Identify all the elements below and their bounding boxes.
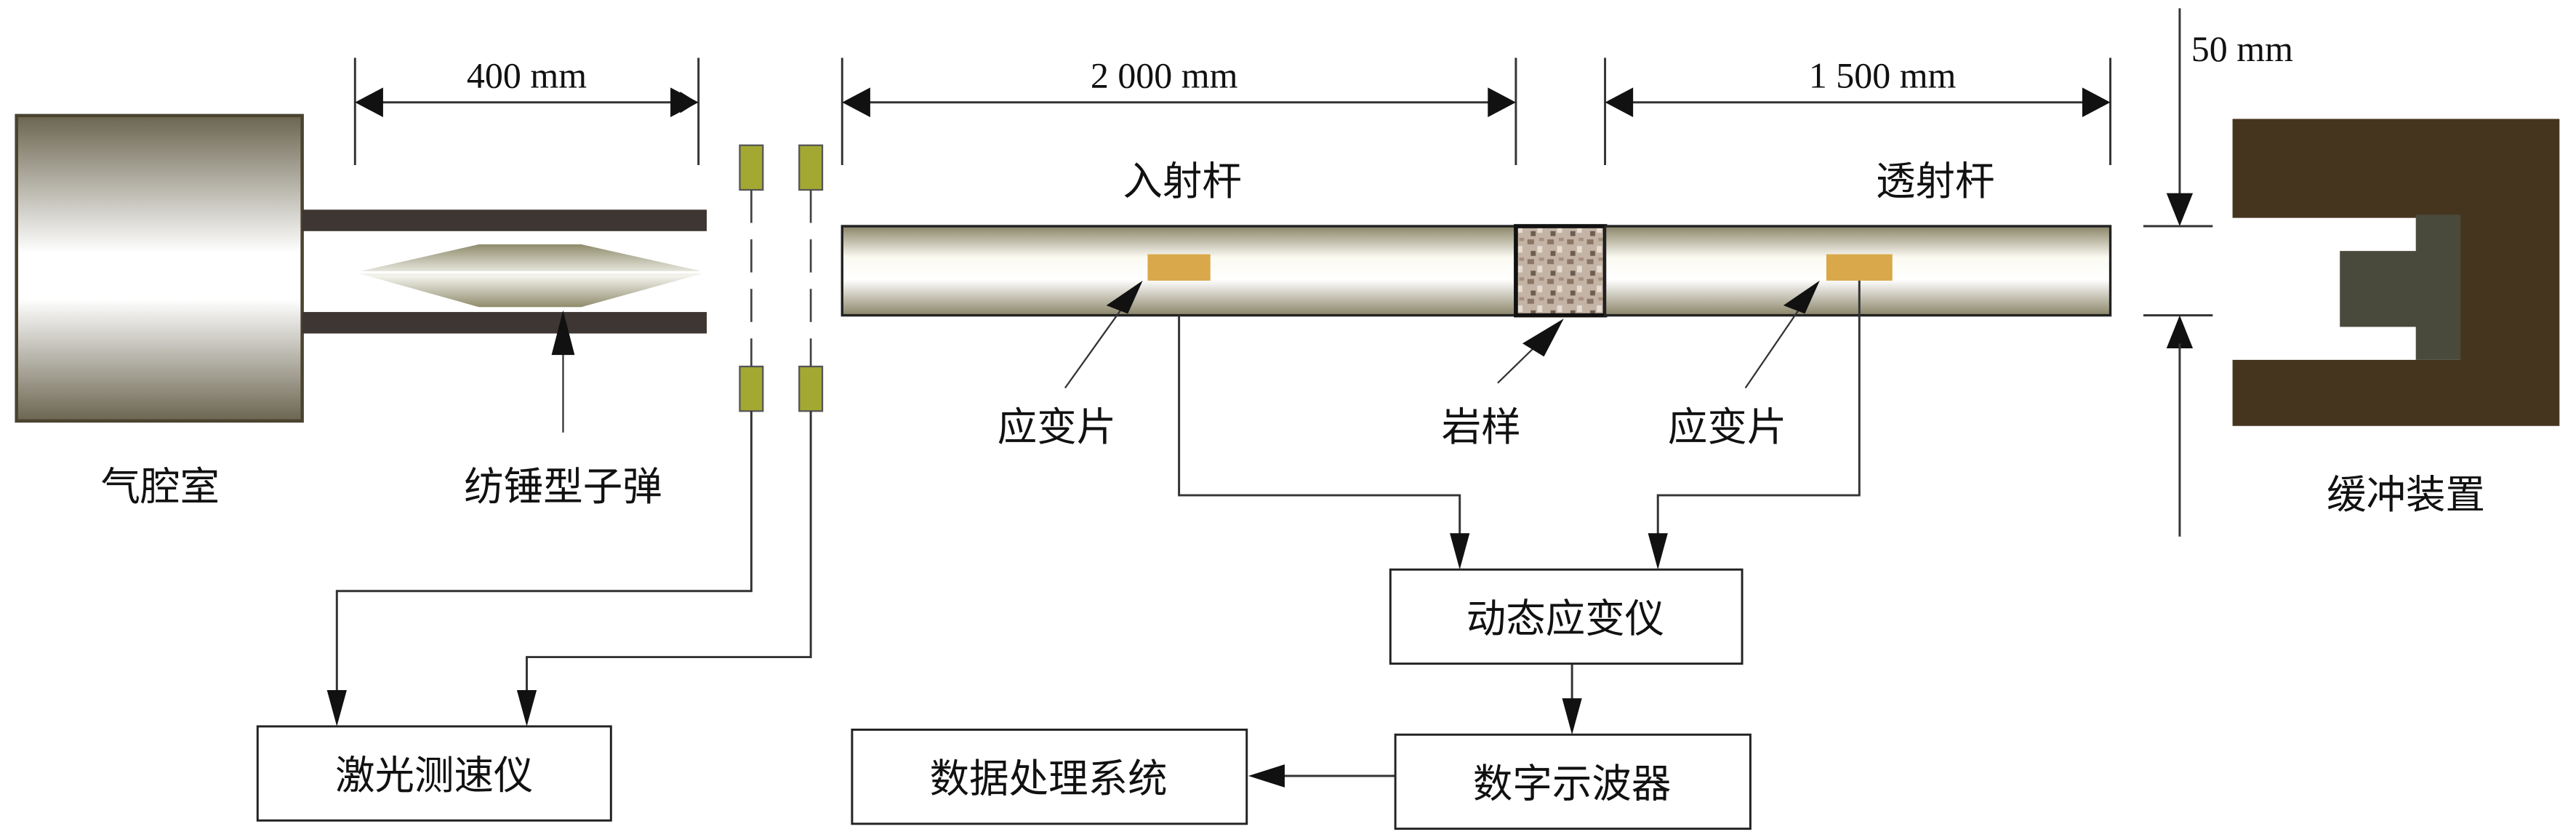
wire-arrowhead-3 bbox=[1450, 533, 1470, 570]
dim-50-label: 50 mm bbox=[2191, 28, 2293, 69]
laser-sensor-2-bottom bbox=[798, 365, 824, 412]
gauge-right-pointer-head bbox=[1783, 280, 1820, 314]
wire-arrowhead-5 bbox=[1562, 698, 1582, 735]
dim-2000-label: 2 000 mm bbox=[1091, 55, 1238, 95]
buffer-label: 缓冲装置 bbox=[2327, 471, 2485, 518]
dynamic-strain-meter-box bbox=[1389, 568, 1744, 665]
dim-1500-label: 1 500 mm bbox=[1809, 55, 1957, 95]
wire-arrowhead-2 bbox=[516, 689, 537, 726]
striker-label: 纺锤型子弹 bbox=[464, 463, 662, 510]
wire-sensor1-velocimeter bbox=[335, 411, 753, 707]
data-processing-label: 数据处理系统 bbox=[930, 756, 1168, 802]
dim-2000-arrowhead-right bbox=[1488, 87, 1516, 118]
wire-arrowhead-6 bbox=[1248, 764, 1285, 788]
gas-chamber bbox=[15, 113, 304, 423]
transmission-bar-label: 透射杆 bbox=[1876, 158, 1994, 204]
gauge-left-pointer-head bbox=[1106, 280, 1143, 314]
buffer-device bbox=[2232, 119, 2560, 426]
gas-chamber-label: 气腔室 bbox=[101, 463, 220, 510]
dim-50-arrowhead-bottom bbox=[2166, 315, 2194, 349]
wire-arrowhead-1 bbox=[326, 689, 347, 726]
dim-2000-arrowhead-left bbox=[842, 87, 870, 118]
rock-sample bbox=[1514, 224, 1608, 318]
laser-velocimeter-label: 激光测速仪 bbox=[335, 752, 533, 798]
strain-gauge-left-label: 应变片 bbox=[998, 404, 1116, 450]
digital-oscilloscope-label: 数字示波器 bbox=[1473, 761, 1671, 807]
strain-gauge-right-label: 应变片 bbox=[1668, 404, 1786, 450]
dim-400-label: 400 mm bbox=[467, 55, 587, 95]
barrel-rail-bottom bbox=[302, 312, 707, 334]
digital-oscilloscope-box bbox=[1394, 733, 1752, 830]
laser-velocimeter-box bbox=[256, 725, 612, 822]
dim-400-arrowhead-right bbox=[670, 87, 699, 118]
barrel-rail-top bbox=[302, 209, 707, 231]
wire-gauge2-strainmeter bbox=[1656, 280, 1861, 550]
wire-gauge1-strainmeter bbox=[1178, 315, 1461, 550]
sample-pointer-head bbox=[1522, 319, 1564, 357]
wire-sensor2-velocimeter bbox=[526, 411, 812, 707]
dim-1500-arrowhead-left bbox=[1605, 87, 1634, 118]
laser-sensor-1-bottom bbox=[739, 365, 764, 412]
dim-1500-arrowhead-right bbox=[2082, 87, 2111, 118]
data-processing-box bbox=[851, 728, 1248, 825]
wire-arrowhead-4 bbox=[1648, 533, 1668, 570]
buffer-insert bbox=[2340, 215, 2461, 360]
laser-sensor-1-top bbox=[739, 144, 764, 191]
rock-sample-label: 岩样 bbox=[1442, 404, 1521, 450]
incident-bar-label: 入射杆 bbox=[1123, 158, 1241, 204]
strain-gauge-incident bbox=[1147, 254, 1211, 281]
dynamic-strain-meter-label: 动态应变仪 bbox=[1466, 596, 1664, 642]
dim-50-arrowhead-top bbox=[2166, 193, 2194, 227]
laser-sensor-2-top bbox=[798, 144, 824, 191]
striker-pointer-head bbox=[551, 310, 575, 356]
strain-gauge-transmission bbox=[1826, 254, 1893, 281]
dim-400-arrowhead-left bbox=[355, 87, 383, 118]
spindle-striker bbox=[355, 244, 707, 308]
